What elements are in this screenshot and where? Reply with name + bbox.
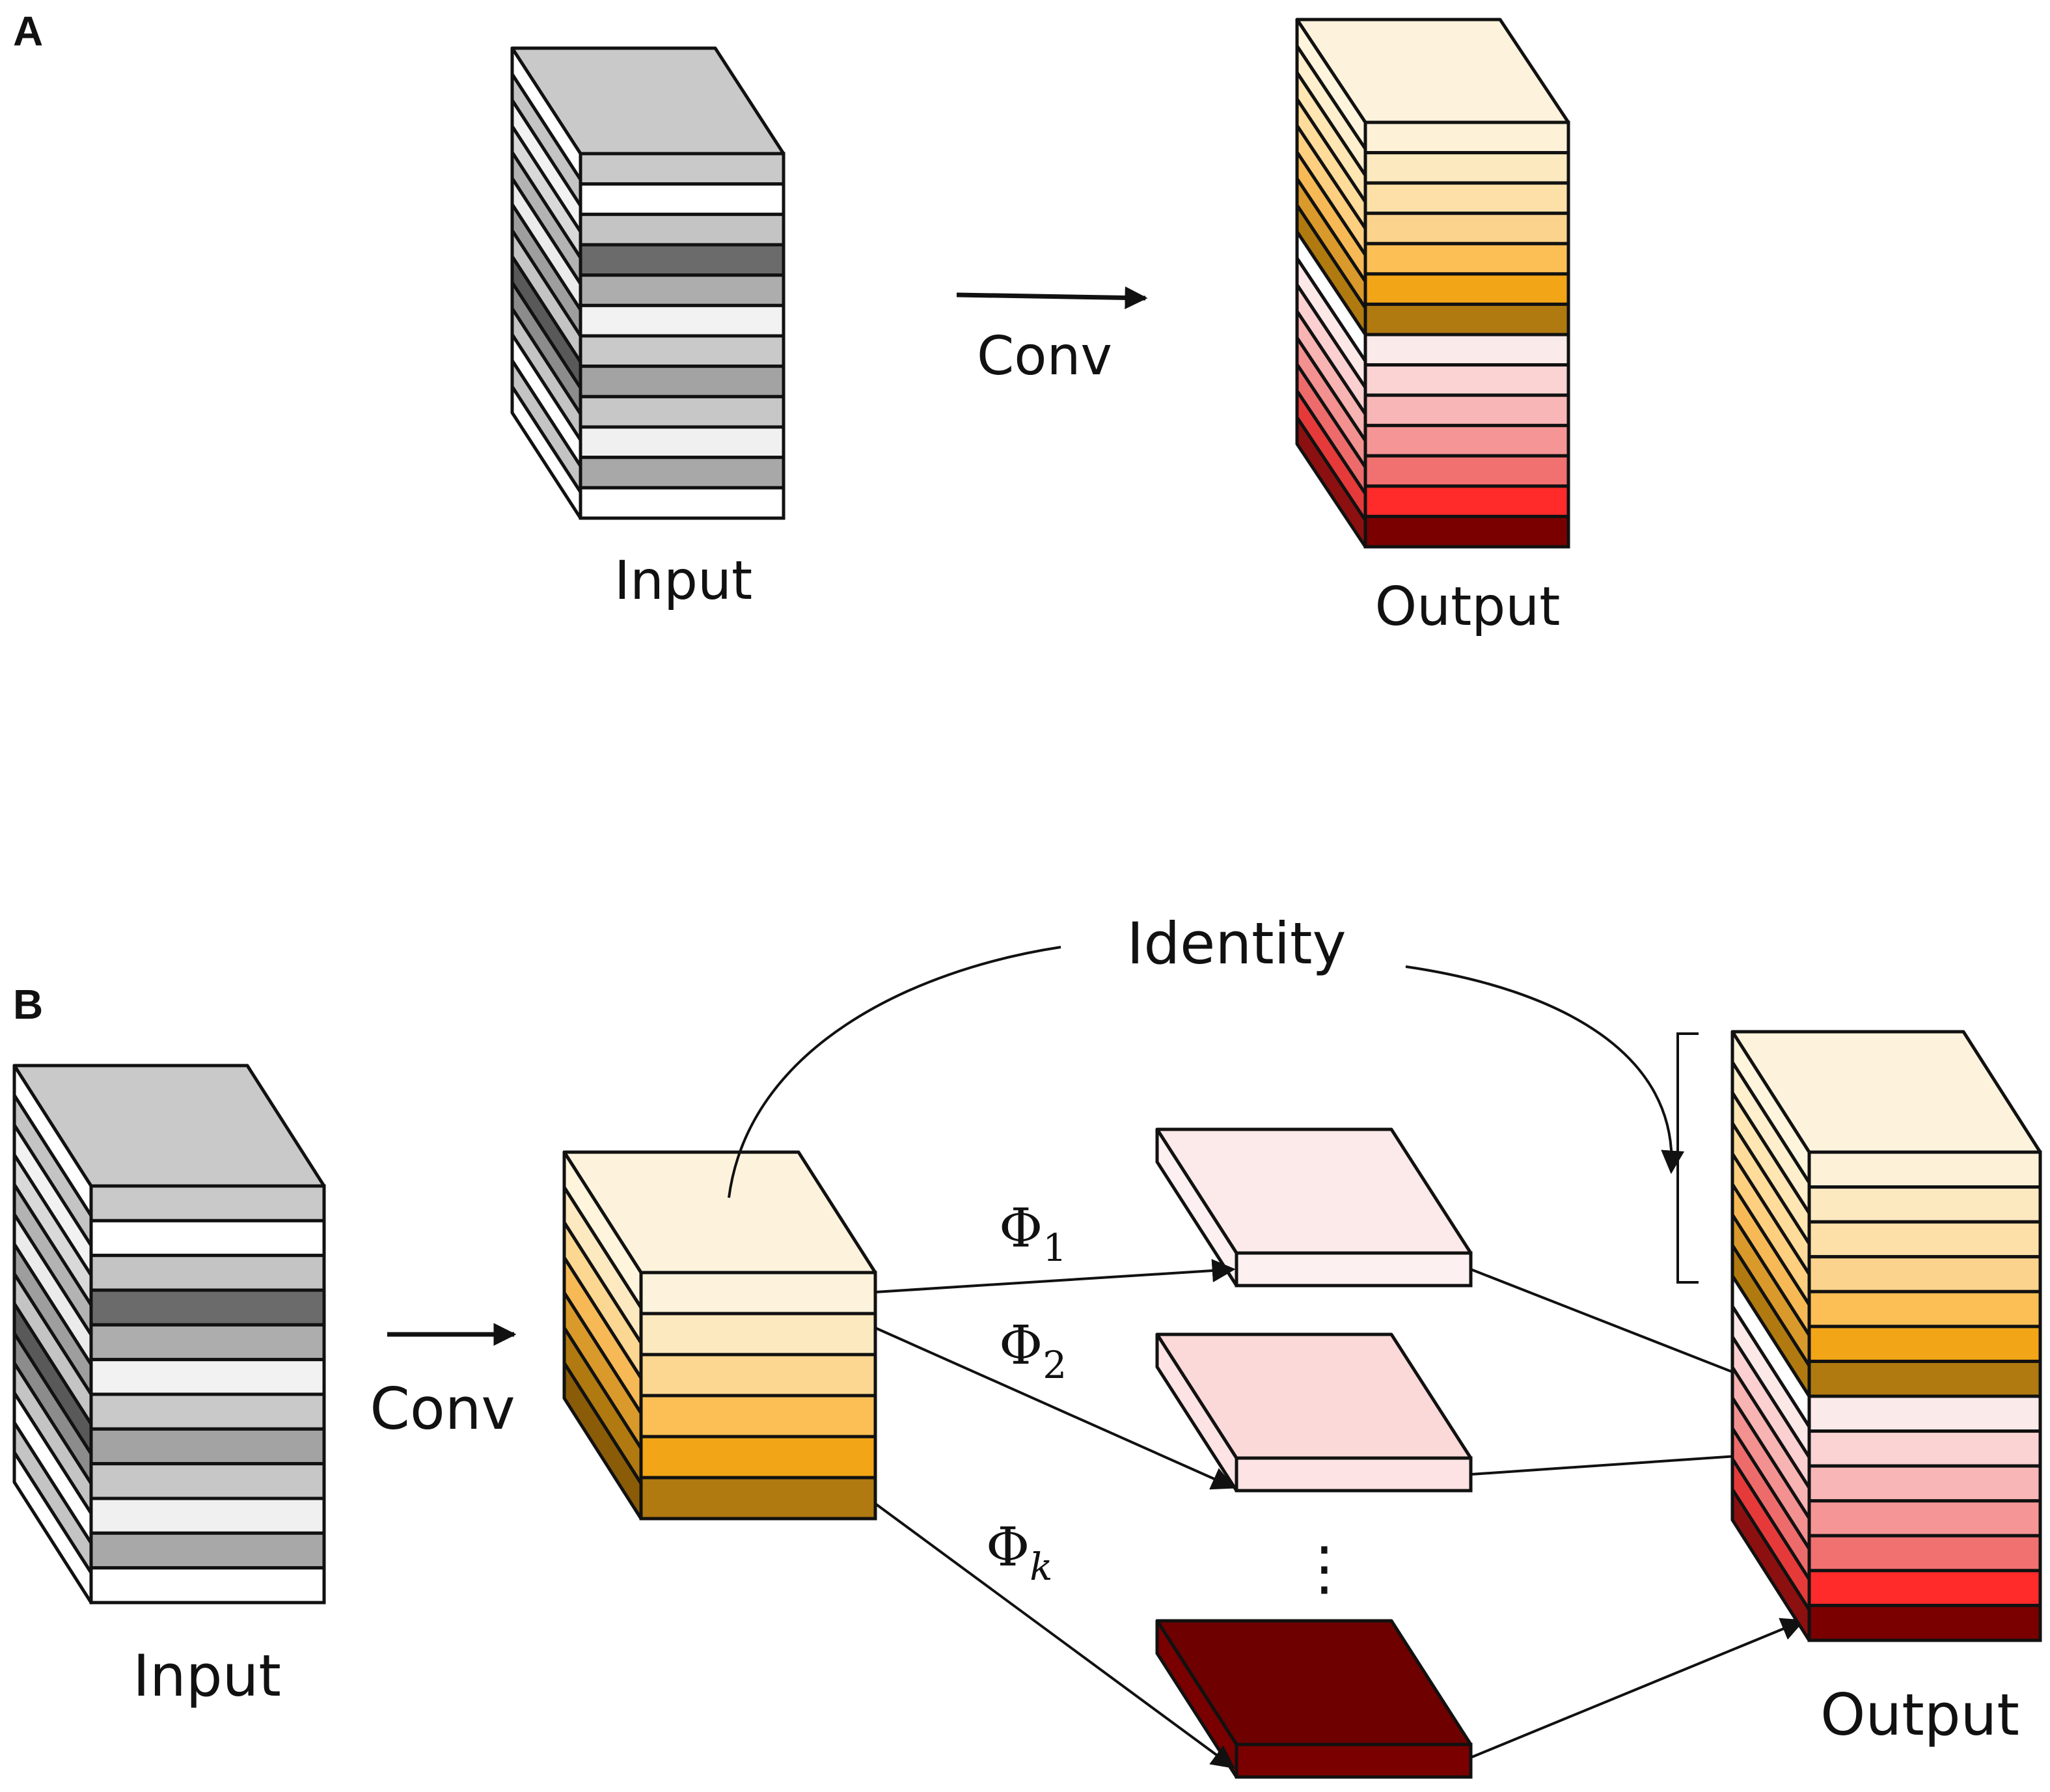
panel-a-input-label: Input [614,550,752,612]
a-output-front-layer [1363,333,1570,367]
b-output-front-layer [1807,1185,2042,1224]
b-mid-front-layer [639,1476,877,1521]
a-output-front-layer [1363,363,1570,397]
b-input-front-layer [89,1531,326,1570]
phi-k-label: Φk [986,1517,1052,1589]
a-input-front-layer [579,425,786,460]
b-output-front-layer [1807,1289,2042,1329]
panel-a-output-label: Output [1375,576,1561,638]
b-output-front-layer [1807,1603,2042,1642]
b-input-front-layer [89,1184,326,1222]
phi-2-label: Φ2 [999,1315,1067,1387]
slab-front-face [1235,1251,1473,1288]
a-input-front-layer [579,212,786,247]
b-output-front-layer [1807,1534,2042,1573]
a-input-front-layer [579,365,786,398]
a-input-front-layer [579,303,786,338]
phi-1-subscript: 1 [1043,1226,1067,1270]
arrow-to-phi-2 [875,1327,1236,1490]
b-output-front-layer [1807,1429,2042,1468]
slab-front-face [1235,1743,1473,1779]
a-output-front-layer [1363,272,1570,306]
ellipsis: ⋮ [1295,1534,1354,1603]
panel-a-letter: A [13,8,43,55]
panel-b-input-block [12,1064,326,1605]
a-output-front-layer [1363,484,1570,518]
a-input-front-layer [579,243,786,277]
identity-label: Identity [1127,910,1346,977]
b-mid-front-layer [639,1312,877,1357]
slab-phi-2 [1155,1332,1473,1493]
a-input-front-layer [579,486,786,520]
arrow-to-phi-k [874,1502,1235,1769]
b-output-front-layer [1807,1464,2042,1503]
panel-b-input-label: Input [133,1642,281,1709]
b-output-front-layer [1807,1150,2042,1189]
panel-a-output-block [1295,18,1570,549]
b-input-front-layer [89,1462,326,1500]
b-output-front-layer [1807,1325,2042,1363]
a-input-front-layer [579,334,786,368]
panel-b-letter: B [13,981,43,1028]
a-output-front-layer [1363,241,1570,276]
b-output-front-layer [1807,1394,2042,1433]
panel-b-output-block [1730,1030,2042,1642]
identity-curve [728,946,1061,1198]
a-output-front-layer [1363,151,1570,185]
b-output-front-layer [1807,1499,2042,1537]
a-output-front-layer [1363,212,1570,245]
panel-a-conv-label: Conv [977,325,1112,387]
phi-k-subscript: k [1030,1545,1052,1589]
a-output-front-layer [1363,514,1570,549]
identity-curve-arrow [1405,965,1685,1174]
phi-2-subscript: 2 [1043,1343,1067,1387]
panel-a-conv-arrow [956,286,1148,309]
panel-b-conv-label: Conv [370,1375,515,1442]
b-mid-front-layer [639,1271,877,1316]
a-input-front-layer [579,456,786,489]
b-mid-front-layer [639,1394,877,1439]
b-mid-front-layer [639,1353,877,1398]
b-output-front-layer [1807,1359,2042,1398]
b-output-front-layer [1807,1255,2042,1293]
a-input-front-layer [579,182,786,216]
arrow-to-phi-1 [875,1259,1236,1293]
b-input-front-layer [89,1254,326,1292]
a-output-front-layer [1363,454,1570,488]
a-output-front-layer [1363,181,1570,215]
a-input-front-layer [579,273,786,307]
a-output-front-layer [1363,424,1570,458]
b-input-front-layer [89,1288,326,1327]
b-input-front-layer [89,1496,326,1535]
a-input-front-layer [579,152,786,186]
output-bracket [1676,1032,1699,1284]
b-input-front-layer [89,1358,326,1396]
a-output-front-layer [1363,393,1570,428]
panel-b: B Input Conv Identity Φ1 Φ2 Φk [12,910,2042,1779]
b-input-front-layer [89,1219,326,1258]
b-input-front-layer [89,1566,326,1605]
arrow-phi-k-to-output [1470,1618,1805,1759]
b-input-front-layer [89,1392,326,1431]
slab-phi-1 [1155,1127,1473,1288]
b-input-front-layer [89,1427,326,1466]
b-output-front-layer [1807,1220,2042,1259]
phi-1-label: Φ1 [999,1198,1067,1270]
panel-b-intermediate-block [562,1150,877,1521]
slab-phi-k [1155,1619,1473,1779]
b-output-front-layer [1807,1569,2042,1607]
slab-front-face [1235,1456,1473,1493]
panel-b-output-label: Output [1820,1681,2019,1748]
a-output-front-layer [1363,120,1570,155]
panel-a-input-block [510,46,786,520]
panel-a: A Input Conv Output [13,8,1570,638]
a-input-front-layer [579,394,786,429]
b-input-front-layer [89,1323,326,1362]
b-mid-front-layer [639,1435,877,1480]
a-output-front-layer [1363,302,1570,337]
